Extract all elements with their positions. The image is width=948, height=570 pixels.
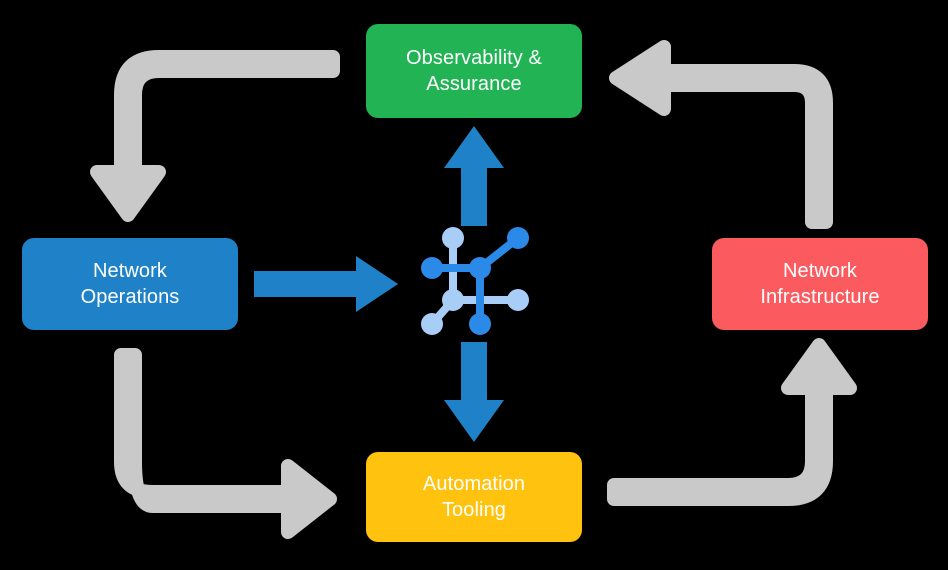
node-observability-assurance[interactable]: Observability & Assurance — [366, 24, 582, 118]
arrow-infrastructure-to-observability — [609, 40, 833, 229]
topology-node — [469, 313, 491, 335]
arrow-observability-to-operations — [90, 50, 340, 222]
arrow-automation-to-infrastructure — [607, 338, 857, 506]
node-network-operations-label: Network Operations — [80, 259, 180, 308]
arrow-operations-to-automation — [114, 348, 337, 539]
node-network-infrastructure[interactable]: Network Infrastructure — [712, 238, 928, 330]
node-automation-tooling-label: Automation Tooling — [422, 472, 526, 521]
node-network-infrastructure-label: Network Infrastructure — [760, 259, 880, 308]
node-automation-tooling[interactable]: Automation Tooling — [366, 452, 582, 542]
arrow-center-to-automation — [444, 342, 504, 442]
topology-node — [507, 289, 529, 311]
arrow-center-to-observability — [444, 126, 504, 226]
node-observability-assurance-label: Observability & Assurance — [406, 46, 542, 95]
topology-node — [421, 313, 443, 335]
topology-node — [442, 227, 464, 249]
node-network-operations[interactable]: Network Operations — [22, 238, 238, 330]
topology-node — [442, 289, 464, 311]
topology-node — [421, 257, 443, 279]
arrow-operations-to-center — [254, 256, 398, 312]
network-topology-icon — [421, 227, 529, 335]
topology-node — [507, 227, 529, 249]
topology-node — [469, 257, 491, 279]
